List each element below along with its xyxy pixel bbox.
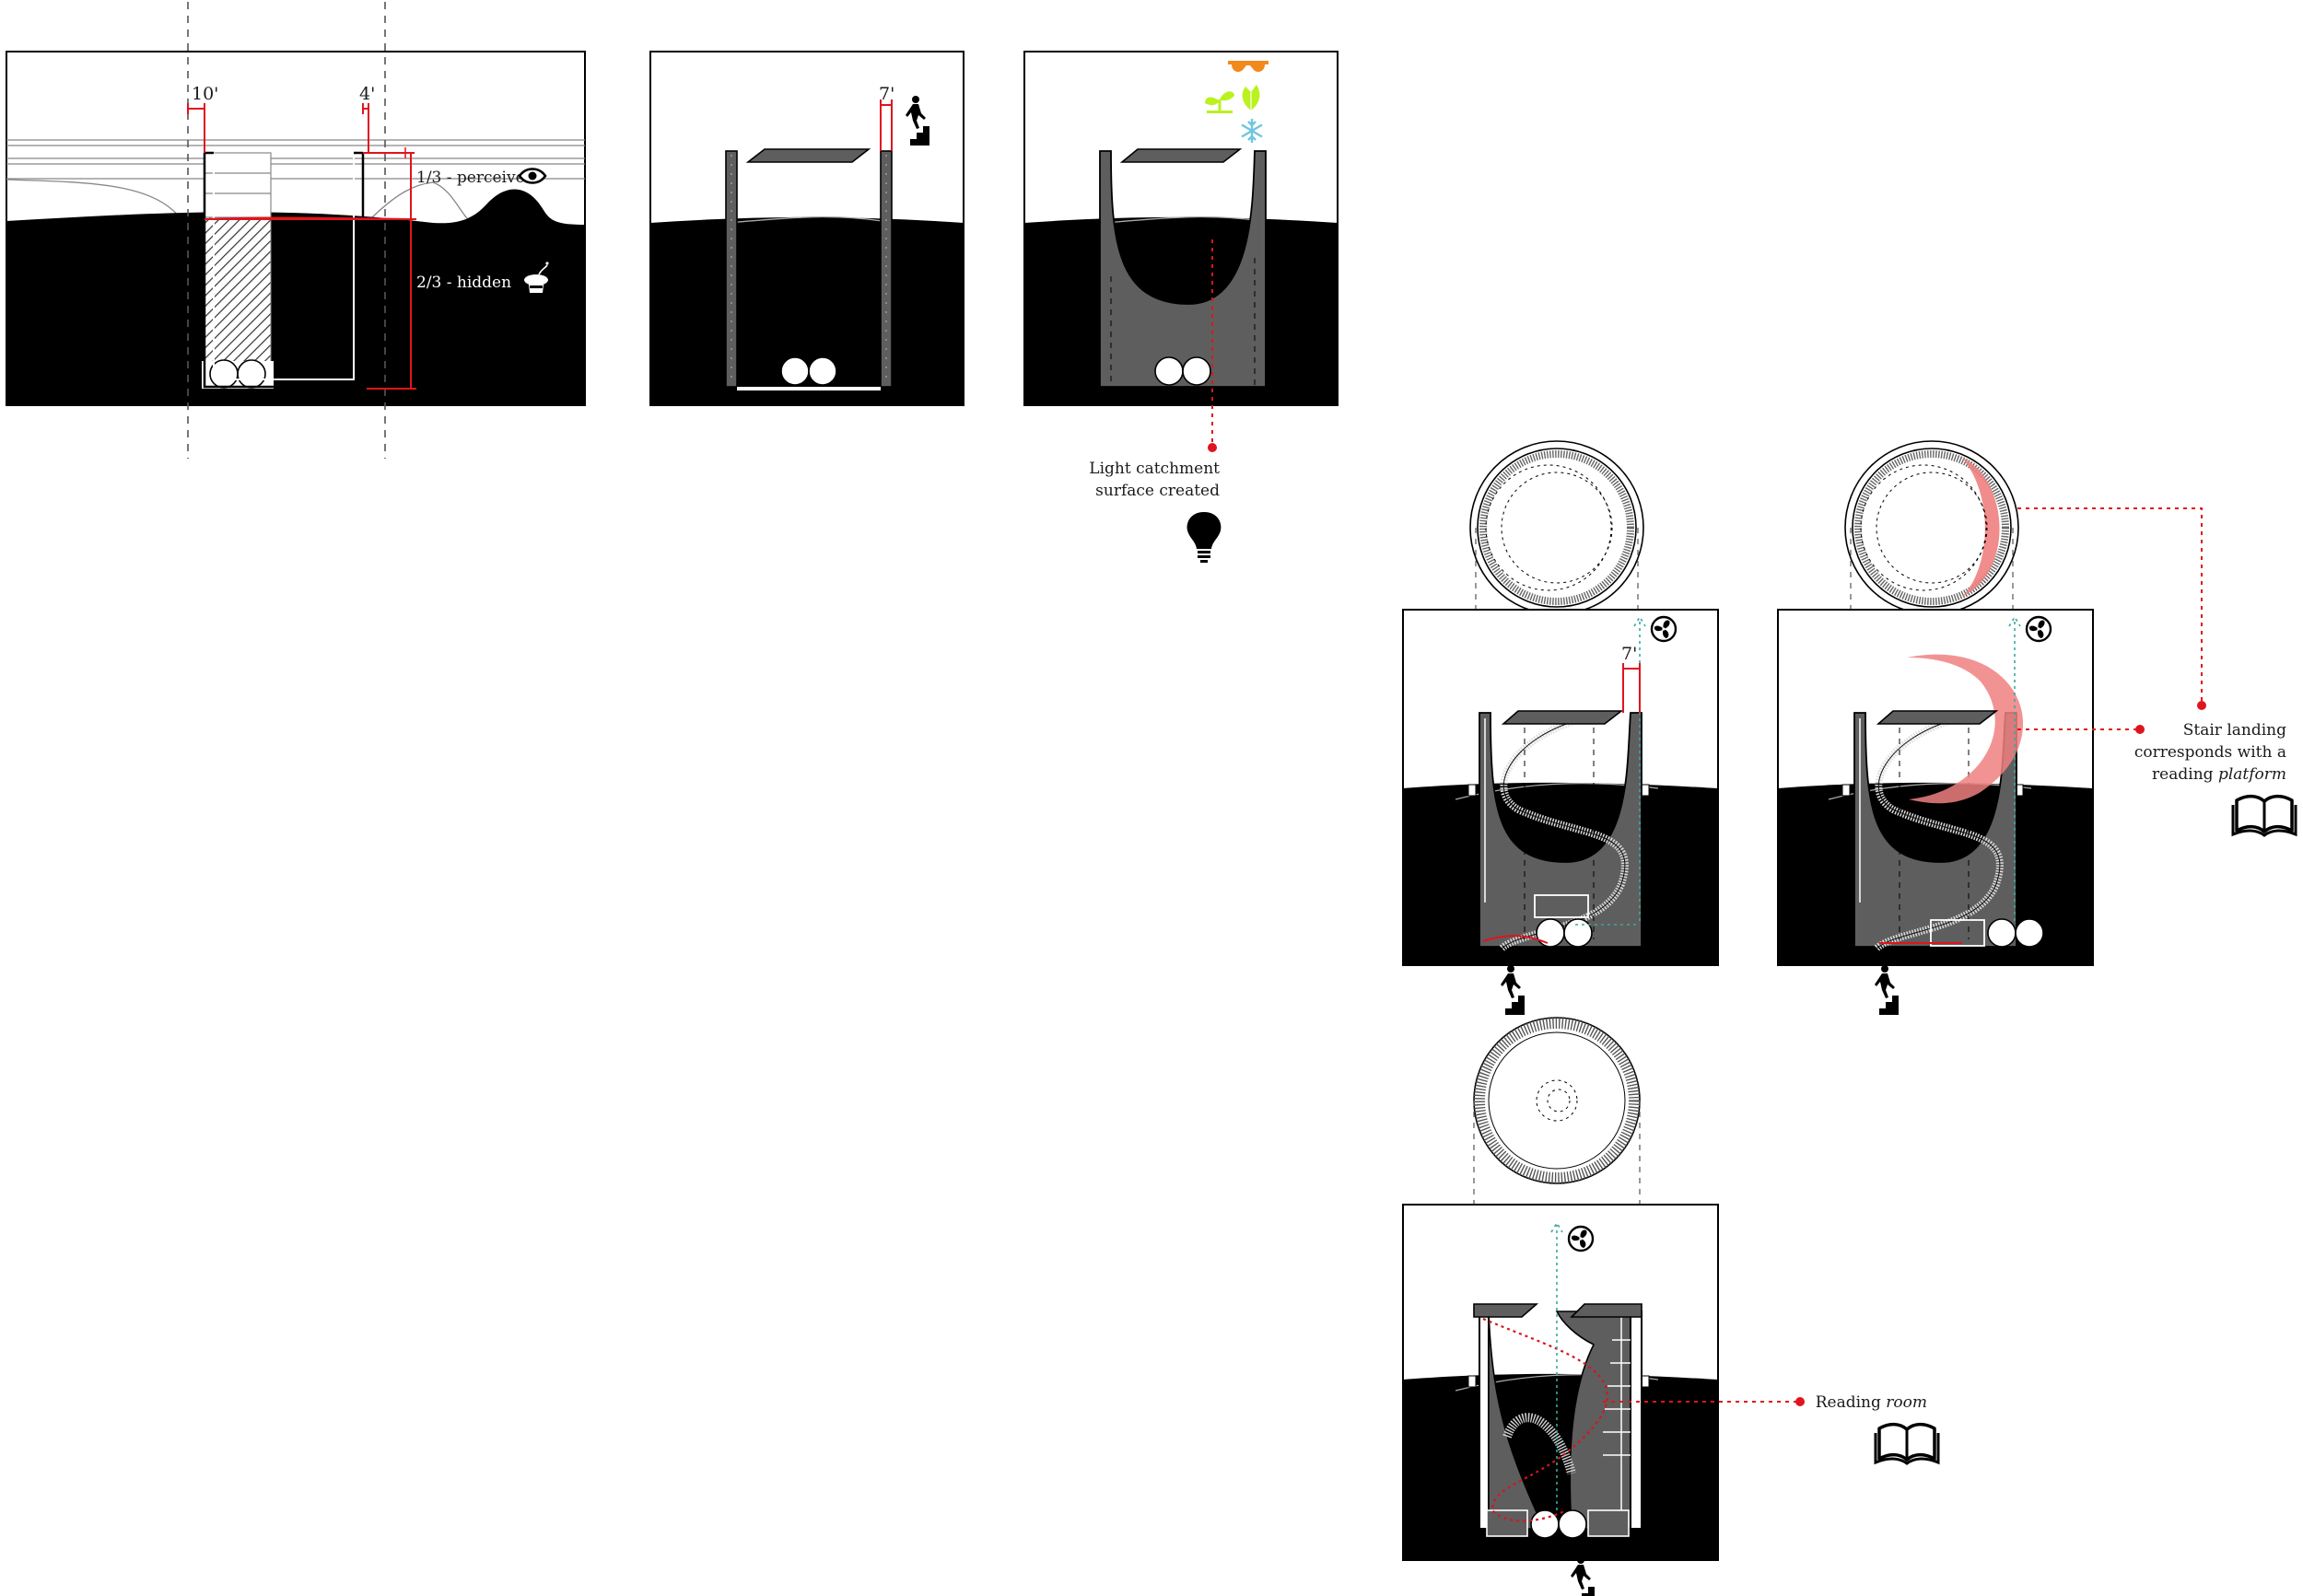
label-reading-italic: room [1886,1393,1927,1412]
plan-circle [1473,1017,1641,1184]
label-hidden: 2/3 - hidden [416,274,511,292]
ground-mass [6,189,585,405]
landing-crescent [1907,654,2024,804]
reference-lines [187,2,386,459]
label-stair-line3: reading platform [2152,765,2286,784]
section-panel-4: 7' [1402,440,1719,1015]
open-book-icon [1874,1422,1940,1465]
section-panel-2: 7' [649,51,964,406]
dimension-7: 7' [1621,644,1637,664]
dimension-lines [187,103,416,390]
plan-circle [1844,440,2019,615]
label-light-line2: surface created [1095,482,1220,500]
buried-tank [202,152,274,389]
light-bulb-icon [1187,512,1222,563]
canopy-slab [1119,148,1243,163]
fan-icon [2025,615,2052,643]
light-catchment-surface [1479,712,1642,948]
dimension-lines [880,99,893,151]
label-perceived: 1/3 - perceived [416,169,535,187]
landing-crescent [1962,458,2000,597]
canopy-slab [1473,1303,1539,1318]
light-catchment-surface [1099,150,1267,388]
callout-stair [2017,507,2203,730]
stair-walker-icon [1498,965,1525,1015]
road-lines [6,139,585,180]
eye-icon [518,168,547,184]
label-stair-line2: corresponds with a [2134,743,2286,762]
shaft-walls [725,150,893,390]
label-reading: Reading room [1816,1393,1927,1412]
canopy-slab [1570,1303,1642,1318]
dimension-lines [1622,663,1641,713]
fan-icon [1567,1225,1595,1252]
well-shaft [203,151,365,389]
section-panel-3: Light catchment surface created [1023,51,1339,563]
section-panel-5: Stair landing corresponds with a reading… [1777,440,2297,1015]
stair-walker-icon [1872,965,1899,1015]
sunglasses-icon [1228,61,1268,72]
reading-room-shell [1479,1311,1642,1530]
section-panel-1: 10' 4' 1/3 - perceived 2/3 - hidden [6,2,586,459]
snowflake-icon [1241,119,1263,143]
stair-walker-icon [1568,1556,1595,1596]
canopy-slab [1501,710,1624,725]
dimension-10: 10' [192,84,218,104]
air-flow [2008,615,2021,921]
label-stair-line1: Stair landing [2183,721,2286,740]
plan-circle [1469,440,1644,615]
canopy-slab [745,148,871,163]
air-flow [1550,1221,1563,1510]
leaf-icon [1242,85,1260,111]
fan-icon [1650,615,1678,643]
dimension-7: 7' [879,84,894,104]
label-stair-line3-plain: reading [2152,765,2218,784]
dimension-4: 4' [359,84,375,104]
section-panel-6: Reading room [1402,1017,1940,1596]
label-light-line1: Light catchment [1089,460,1220,478]
magic-hat-icon [524,262,549,293]
open-book-icon [2231,794,2297,837]
canopy-slab [1876,710,1999,725]
sprout-icon [1205,91,1234,113]
spiral-route [1482,1317,1609,1522]
label-reading-plain: Reading [1816,1393,1887,1412]
label-stair-line3-italic: platform [2218,765,2286,784]
